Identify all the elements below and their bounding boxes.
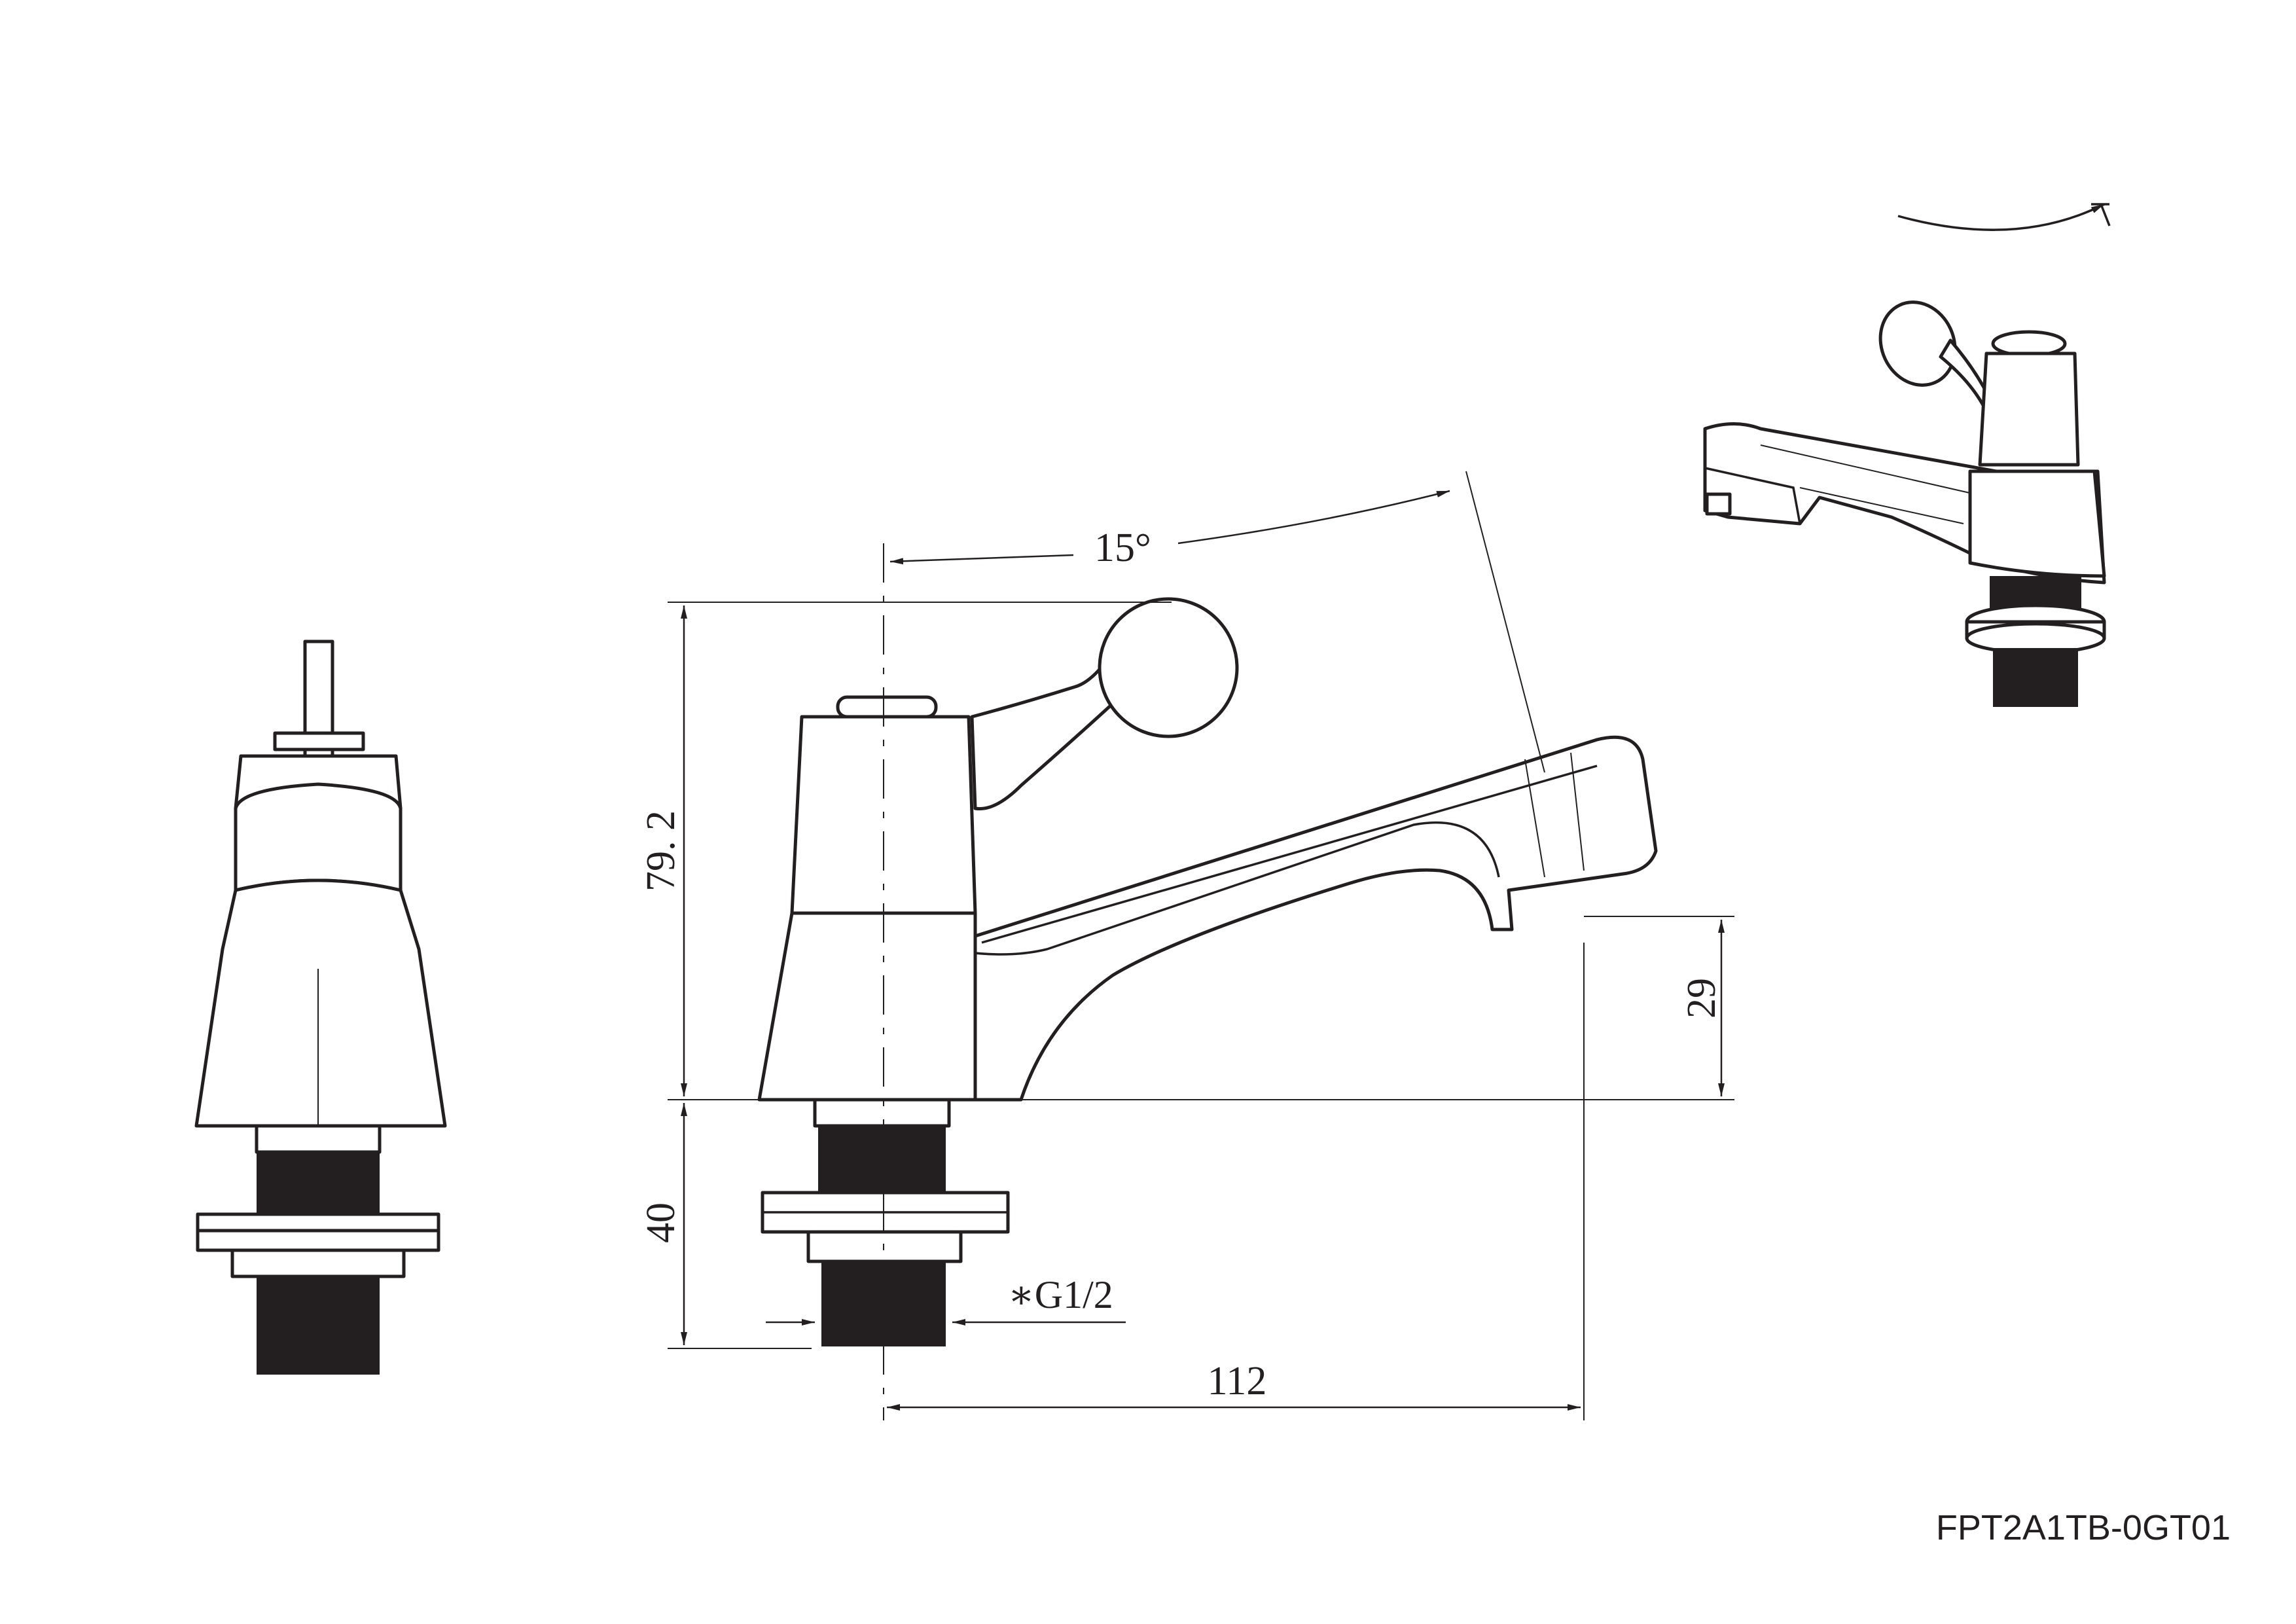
spout-reach-label: 112: [1208, 1359, 1267, 1403]
isometric-view: [1703, 203, 2111, 707]
model-code: FPT2A1TB-0GT01: [1936, 1508, 2231, 1547]
side-view: [757, 597, 1658, 1346]
height-shank-label: 40: [639, 1202, 683, 1243]
iso-thread-lower: [1993, 648, 2078, 707]
front-thread-upper: [257, 1152, 380, 1214]
front-view: [194, 640, 447, 1375]
side-thread-upper: [818, 1126, 946, 1191]
spout-height-label: 29: [1679, 978, 1724, 1019]
thread-label: ∗G1/2: [1008, 1273, 1113, 1316]
height-body-label: 79. 2: [639, 810, 683, 892]
dimensions: 15° 79. 2 40 29 112 ∗G1/2: [639, 471, 1734, 1420]
angle-label: 15°: [1094, 526, 1151, 570]
front-thread-lower: [257, 1276, 380, 1375]
